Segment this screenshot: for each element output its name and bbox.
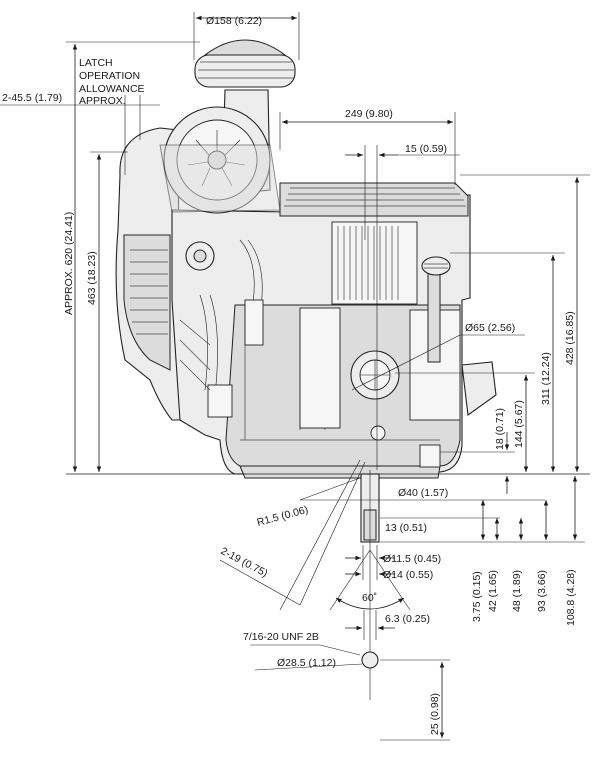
dim-d93: 93 (3.66) <box>536 570 548 612</box>
dim-d158: Ø158 (6.22) <box>206 15 262 27</box>
dim-d620: APPROX. 620 (24.41) <box>63 212 75 315</box>
dim-d311: 311 (12.24) <box>540 352 552 405</box>
dim-d108-8: 108.8 (4.28) <box>565 569 577 626</box>
dim-d25: 25 (0.98) <box>429 693 441 735</box>
dim-d3-75: 3.75 (0.15) <box>471 571 483 622</box>
dim-d6-3: 6.3 (0.25) <box>385 613 430 625</box>
dim-d28-5: Ø28.5 (1.12) <box>277 657 336 669</box>
dim-d48: 48 (1.89) <box>511 570 523 612</box>
dim-angle-60: 60˚ <box>362 592 377 604</box>
engine-illustration <box>115 39 497 479</box>
dim-d11-5: Ø11.5 (0.45) <box>383 553 441 565</box>
dim-d13: 13 (0.51) <box>385 522 427 534</box>
dim-r1-5: R1.5 (0.06) <box>256 504 310 529</box>
dim-d42: 42 (1.65) <box>487 570 499 612</box>
dim-d18: 18 (0.71) <box>494 408 506 450</box>
dim-d40: Ø40 (1.57) <box>398 487 448 499</box>
dim-latch-1: LATCH <box>79 57 113 69</box>
dim-d45-5: 2-45.5 (1.79) <box>2 92 62 104</box>
dim-d144: 144 (5.67) <box>513 400 525 448</box>
dim-latch-4: APPROX. <box>79 95 126 107</box>
dim-d15: 15 (0.59) <box>405 143 447 155</box>
dim-d14: Ø14 (0.55) <box>383 569 433 581</box>
dimension-lines <box>0 12 590 741</box>
dim-latch-2: OPERATION <box>79 70 140 82</box>
dim-d249: 249 (9.80) <box>345 108 393 120</box>
dim-d2-19: 2-19 (0.75) <box>219 545 270 580</box>
dim-thread: 7/16-20 UNF 2B <box>243 631 319 643</box>
dim-d428: 428 (16.85) <box>564 311 576 365</box>
dim-d65: Ø65 (2.56) <box>465 322 515 334</box>
dim-latch-3: ALLOWANCE <box>79 83 145 95</box>
dim-d463: 463 (18.23) <box>86 251 98 305</box>
